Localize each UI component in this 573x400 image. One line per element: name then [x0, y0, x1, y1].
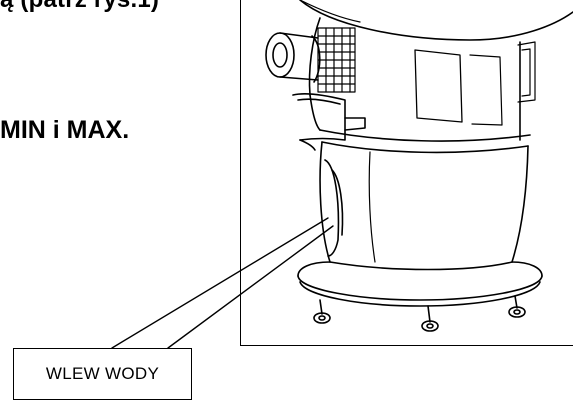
min-max-instruction: MIN i MAX.	[0, 116, 130, 144]
caster-right	[508, 295, 526, 318]
caster-middle	[421, 305, 439, 332]
lower-body-left	[319, 141, 331, 263]
callout-label-box: WLEW WODY	[13, 348, 192, 400]
callout-pointer	[111, 217, 334, 349]
lower-body-crease	[368, 151, 376, 263]
base-rim	[297, 275, 543, 301]
base-top	[329, 261, 513, 271]
figure-frame	[240, 0, 573, 346]
side-slot	[517, 41, 536, 103]
base-top-left	[297, 261, 331, 277]
control-knob	[265, 32, 321, 83]
callout-label: WLEW WODY	[45, 364, 160, 383]
previous-line-fragment: ą (patrz rys.1)	[0, 0, 159, 14]
base-rim-lower	[299, 281, 541, 307]
lower-body-right	[511, 145, 529, 263]
caster-left	[313, 299, 331, 324]
base-top-right	[511, 261, 543, 277]
hose-bracket	[292, 93, 366, 151]
water-inlet	[324, 159, 344, 257]
front-panel	[414, 49, 463, 123]
waist-band-top	[319, 129, 531, 142]
front-panel-inner	[469, 54, 503, 126]
upper-body-bottom-left	[309, 94, 321, 131]
waist-band-bottom	[321, 141, 529, 154]
side-grille	[317, 27, 356, 93]
top-cover	[299, 0, 573, 41]
upper-body-left	[308, 17, 321, 96]
top-cover-edge	[299, 0, 361, 23]
